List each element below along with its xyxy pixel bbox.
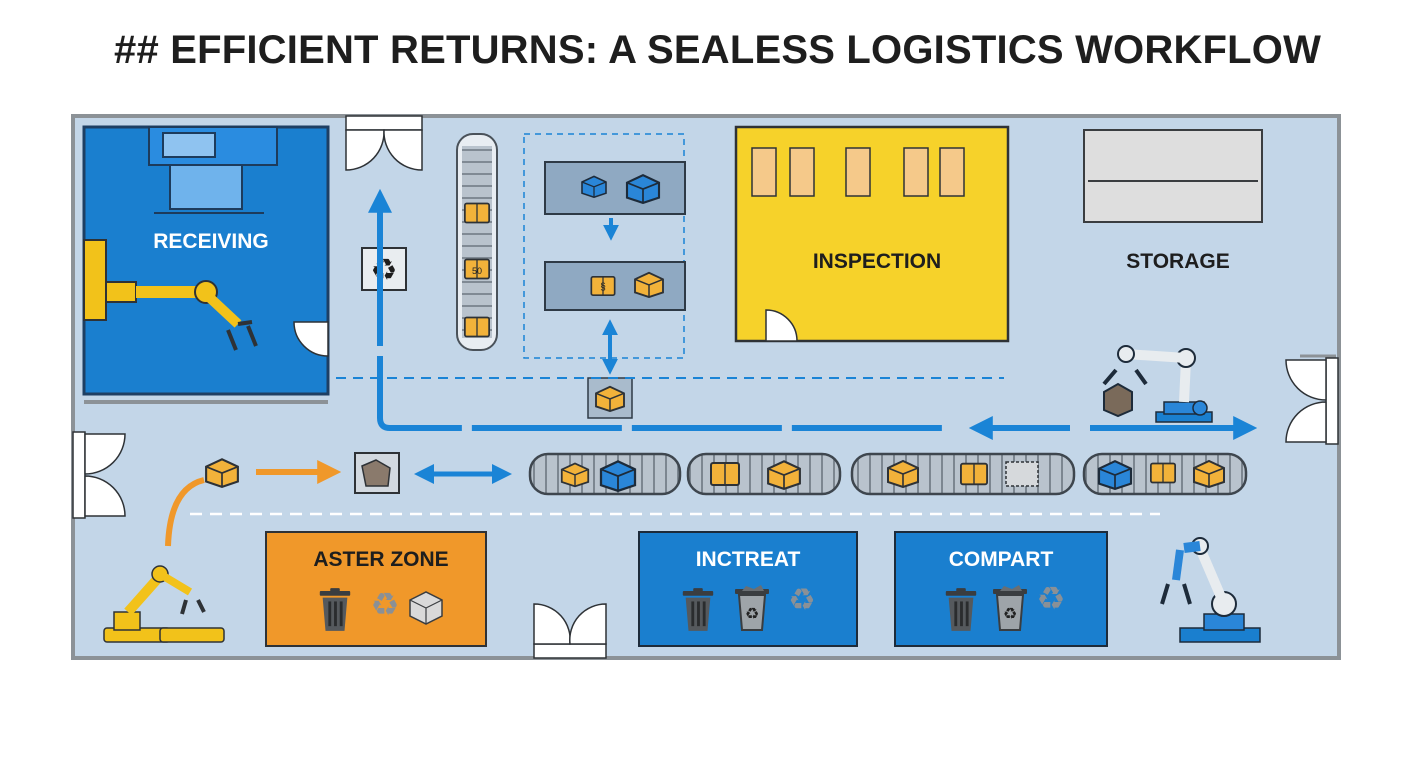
- door-icon: [293, 321, 329, 357]
- package-icon: [1097, 460, 1133, 490]
- door-icon: [72, 431, 126, 519]
- flow-path: [368, 188, 948, 431]
- box-label: 50: [472, 266, 482, 276]
- package-icon: [464, 316, 490, 338]
- door-icon: [1285, 357, 1339, 445]
- package-icon: [710, 462, 740, 486]
- package-icon: [581, 175, 607, 198]
- package-icon: [595, 385, 625, 412]
- package-icon: [767, 460, 801, 490]
- flow-path-orange: [165, 477, 205, 547]
- compart-label: COMPART: [949, 548, 1054, 571]
- sorting-station-lower: §: [544, 261, 686, 311]
- robot-arm-icon: [1160, 537, 1261, 643]
- page-title: ## EFFICIENT RETURNS: A SEALESS LOGISTIC…: [114, 28, 1322, 72]
- package-icon: [1150, 462, 1176, 484]
- receiving-zone: RECEIVING: [82, 125, 330, 396]
- conveyor-belt-icon: [1082, 452, 1248, 496]
- package-icon: [205, 458, 239, 488]
- inspection-label: INSPECTION: [813, 250, 941, 273]
- intreat-label: INCTREAT: [696, 548, 801, 571]
- aster-zone-label: ASTER ZONE: [313, 548, 448, 571]
- intreat-zone: INCTREAT: [638, 531, 858, 647]
- receiving-label: RECEIVING: [153, 230, 269, 253]
- package-icon: [1193, 460, 1225, 488]
- package-icon: [599, 460, 637, 492]
- package-icon: [625, 174, 661, 204]
- conveyor-belt-icon: [528, 452, 682, 496]
- recycle-icon: [1036, 580, 1066, 618]
- aster-zone: ASTER ZONE: [265, 531, 487, 647]
- conveyor-belt-icon: [686, 452, 842, 496]
- recycle-icon: ♻: [371, 253, 398, 288]
- package-icon: [560, 462, 590, 488]
- recycle-icon: [370, 586, 400, 624]
- compart-zone: COMPART: [894, 531, 1108, 647]
- inspection-zone: INSPECTION: [734, 125, 1010, 343]
- package-icon: [887, 460, 919, 488]
- door-icon: [345, 115, 423, 171]
- conveyor-belt-icon: [850, 452, 1076, 496]
- package-icon: [960, 462, 988, 486]
- door-icon: [533, 603, 607, 659]
- recycle-station: [361, 247, 407, 291]
- package-icon: [409, 591, 443, 625]
- robot-arm-icon: [83, 239, 258, 351]
- storage-label: STORAGE: [1126, 250, 1229, 273]
- door-icon: [765, 309, 798, 342]
- package-icon: [464, 202, 490, 224]
- conveyor-belt-icon: 50: [456, 133, 498, 351]
- recycle-icon: [788, 582, 816, 618]
- box-label: §: [600, 282, 606, 293]
- package-icon: [634, 271, 664, 298]
- robot-arm-icon: [103, 565, 225, 643]
- robot-arm-icon: [1102, 345, 1213, 423]
- sorting-station-upper: [544, 161, 686, 215]
- storage-zone: STORAGE: [1083, 129, 1263, 273]
